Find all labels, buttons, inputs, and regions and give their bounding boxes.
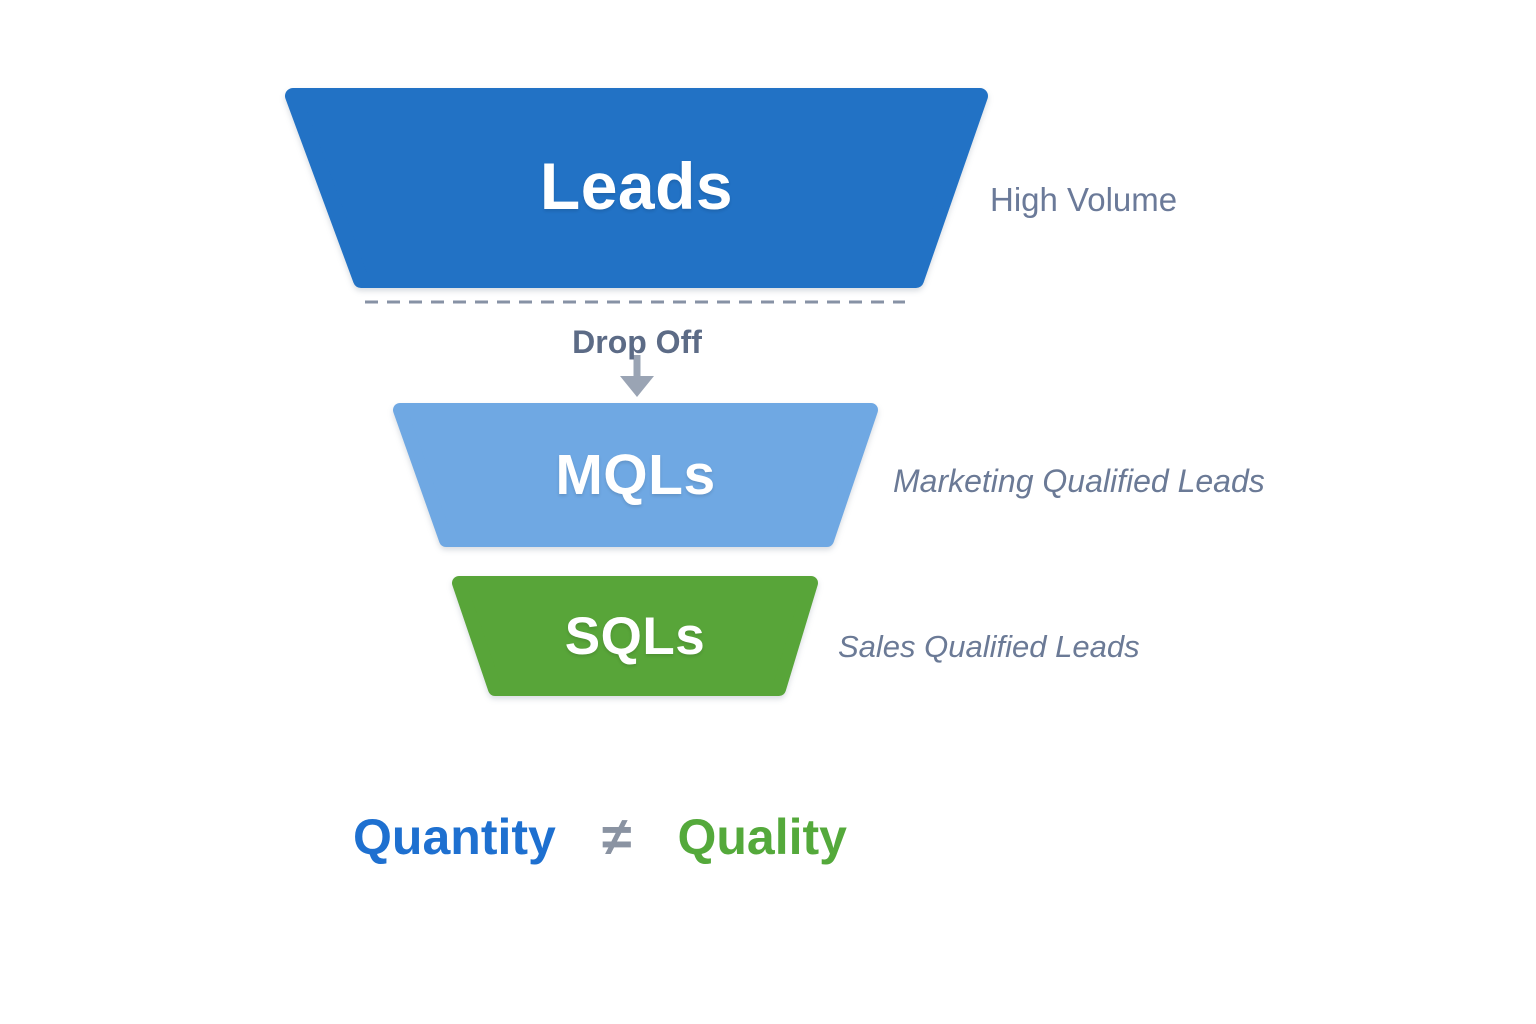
funnel-stage-mqls-shape [393, 403, 878, 547]
annotation-high-volume: High Volume [990, 181, 1178, 218]
stage-label-mqls: MQLs [555, 443, 716, 507]
drop-off-label: Drop Off [572, 324, 702, 360]
equation-left-quantity: Quantity [353, 809, 556, 865]
annotation-marketing-qualified-leads: Marketing Qualified Leads [893, 463, 1265, 499]
not-equal-icon: ≠ [601, 807, 632, 867]
funnel-stage-sqls-shape [452, 576, 818, 696]
drop-off-arrow-icon [620, 355, 654, 397]
annotation-sales-qualified-leads: Sales Qualified Leads [838, 629, 1140, 664]
stage-label-sqls: SQLs [564, 606, 706, 666]
stage-label-leads: Leads [539, 149, 734, 223]
funnel-stage-leads-shape [285, 88, 988, 288]
equation-right-quality: Quality [677, 809, 847, 865]
quantity-not-equal-quality-caption: Quantity ≠ Quality [0, 806, 1200, 868]
